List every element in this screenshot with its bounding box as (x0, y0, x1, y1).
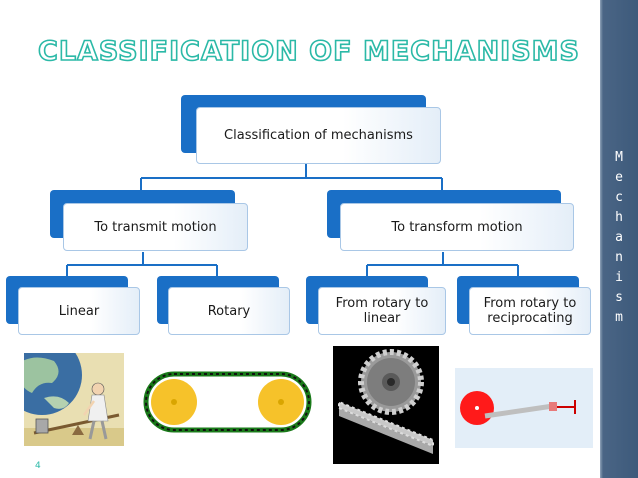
sidebar-letter: c (615, 190, 623, 205)
sidebar-bar (600, 0, 638, 478)
sidebar-letter: e (615, 170, 623, 185)
node-label: To transform motion (391, 219, 523, 235)
rack-pinion-illustration (333, 346, 439, 464)
page-number: 4 (35, 461, 41, 471)
node-label: Linear (58, 303, 100, 319)
node-root-label: Classification of mechanisms (224, 128, 413, 143)
lever-illustration (2, 335, 124, 446)
sidebar-letter: h (615, 210, 623, 225)
sidebar-letter: n (615, 250, 623, 265)
chain-drive-illustration (140, 366, 315, 438)
node-label: From rotary to reciprocating (483, 296, 577, 326)
sidebar-letter: s (615, 290, 623, 305)
crank-slider-illustration (455, 368, 593, 448)
diagram-connectors (66, 157, 519, 276)
node-label: Rotary (207, 303, 251, 319)
sidebar-letter: M (615, 150, 623, 165)
sidebar-letter: m (615, 310, 623, 325)
sidebar-letter: i (615, 270, 623, 285)
node-label: From rotary to linear (335, 296, 429, 326)
sidebar-vertical-text: M e c h a n i s m (600, 148, 638, 328)
node-label: To transmit motion (94, 219, 217, 235)
slide-title: CLASSIFICATION OF MECHANISMS (37, 35, 580, 68)
sidebar-letter: a (615, 230, 623, 245)
